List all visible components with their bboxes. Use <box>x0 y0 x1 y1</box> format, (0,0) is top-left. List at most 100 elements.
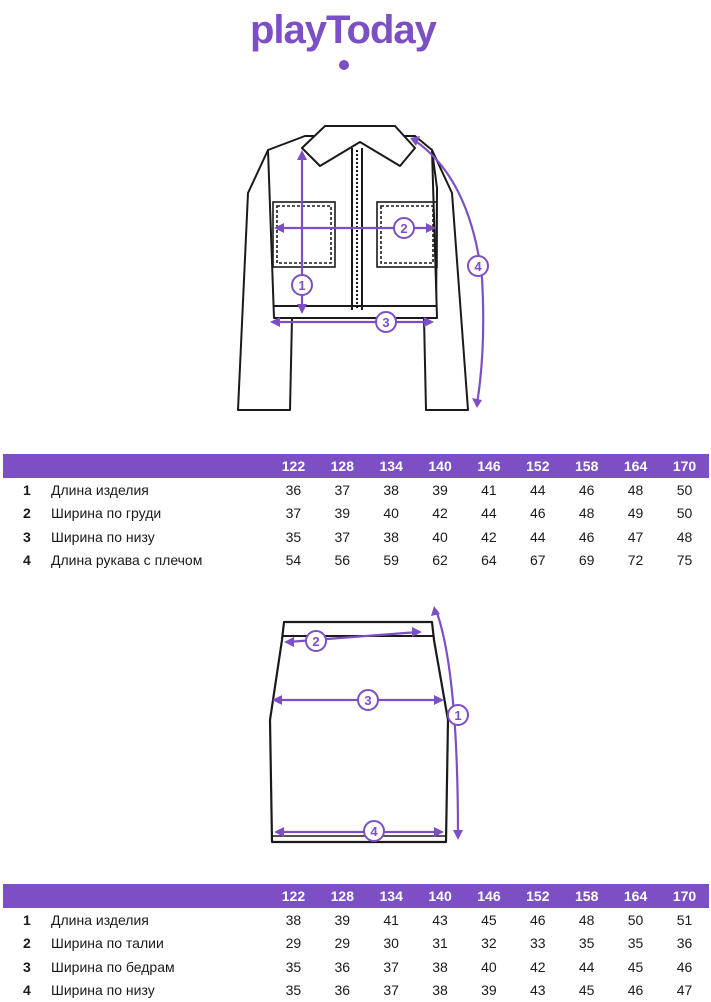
table-cell: 43 <box>416 908 465 932</box>
table-cell: 69 <box>562 549 611 573</box>
table-cell: 54 <box>269 549 318 573</box>
row-label: Длина рукава с плечом <box>49 549 269 573</box>
size-header: 146 <box>465 454 514 478</box>
table-cell: 35 <box>611 932 660 956</box>
jacket-callout-1: 1 <box>298 278 305 293</box>
row-label: Ширина по низу <box>49 525 269 549</box>
table-row: 3 Ширина по низу 35 37 38 40 42 44 46 47… <box>3 525 709 549</box>
table-cell: 29 <box>269 932 318 956</box>
table-cell: 50 <box>611 908 660 932</box>
skirt-size-table: 122 128 134 140 146 152 158 164 170 1 Дл… <box>3 884 709 1002</box>
table-cell: 30 <box>367 932 416 956</box>
row-label: Длина изделия <box>49 908 269 932</box>
table-cell: 42 <box>513 955 562 979</box>
table-cell: 59 <box>367 549 416 573</box>
table-cell: 44 <box>465 502 514 526</box>
table-cell: 45 <box>465 908 514 932</box>
table-cell: 46 <box>513 502 562 526</box>
table-cell: 44 <box>562 955 611 979</box>
size-header: 170 <box>660 454 709 478</box>
table-cell: 49 <box>611 502 660 526</box>
size-header: 134 <box>367 884 416 908</box>
row-number: 3 <box>3 955 49 979</box>
row-number: 2 <box>3 932 49 956</box>
table-cell: 45 <box>562 979 611 1002</box>
table-cell: 46 <box>562 525 611 549</box>
size-header: 158 <box>562 454 611 478</box>
table-cell: 64 <box>465 549 514 573</box>
table-cell: 38 <box>269 908 318 932</box>
row-number: 2 <box>3 502 49 526</box>
brand-logo: playToday <box>250 8 465 70</box>
row-number: 4 <box>3 549 49 573</box>
size-header: 164 <box>611 884 660 908</box>
table-cell: 38 <box>416 955 465 979</box>
row-label: Ширина по талии <box>49 932 269 956</box>
table-header-row: 122 128 134 140 146 152 158 164 170 <box>3 884 709 908</box>
table-cell: 39 <box>416 478 465 502</box>
jacket-drawing: 1 2 3 4 <box>0 118 711 418</box>
jacket-callout-2: 2 <box>400 221 407 236</box>
table-cell: 37 <box>367 955 416 979</box>
size-header: 140 <box>416 454 465 478</box>
table-cell: 62 <box>416 549 465 573</box>
table-cell: 67 <box>513 549 562 573</box>
jacket-callout-4: 4 <box>474 259 482 274</box>
table-cell: 42 <box>465 525 514 549</box>
size-header: 164 <box>611 454 660 478</box>
skirt-callout-4: 4 <box>370 824 378 839</box>
row-label: Длина изделия <box>49 478 269 502</box>
table-row: 4 Длина рукава с плечом 54 56 59 62 64 6… <box>3 549 709 573</box>
table-cell: 44 <box>513 478 562 502</box>
table-cell: 46 <box>660 955 709 979</box>
table-cell: 38 <box>367 525 416 549</box>
table-cell: 35 <box>269 979 318 1002</box>
row-number: 1 <box>3 908 49 932</box>
table-cell: 35 <box>269 955 318 979</box>
table-cell: 36 <box>318 979 367 1002</box>
table-cell: 46 <box>513 908 562 932</box>
skirt-callout-1: 1 <box>454 708 461 723</box>
table-cell: 37 <box>269 502 318 526</box>
row-number: 3 <box>3 525 49 549</box>
table-cell: 36 <box>318 955 367 979</box>
table-cell: 48 <box>562 908 611 932</box>
table-cell: 41 <box>367 908 416 932</box>
table-cell: 56 <box>318 549 367 573</box>
table-cell: 39 <box>318 502 367 526</box>
jacket-callout-3: 3 <box>382 315 389 330</box>
table-header-row: 122 128 134 140 146 152 158 164 170 <box>3 454 709 478</box>
table-cell: 47 <box>611 525 660 549</box>
table-cell: 46 <box>562 478 611 502</box>
table-cell: 75 <box>660 549 709 573</box>
table-cell: 45 <box>611 955 660 979</box>
table-cell: 42 <box>416 502 465 526</box>
table-row: 2 Ширина по груди 37 39 40 42 44 46 48 4… <box>3 502 709 526</box>
table-cell: 31 <box>416 932 465 956</box>
table-cell: 44 <box>513 525 562 549</box>
row-number: 4 <box>3 979 49 1002</box>
size-header: 146 <box>465 884 514 908</box>
table-cell: 40 <box>416 525 465 549</box>
table-cell: 50 <box>660 478 709 502</box>
size-header: 152 <box>513 454 562 478</box>
size-header: 152 <box>513 884 562 908</box>
table-row: 2 Ширина по талии 29 29 30 31 32 33 35 3… <box>3 932 709 956</box>
size-header: 170 <box>660 884 709 908</box>
table-cell: 37 <box>367 979 416 1002</box>
size-header: 140 <box>416 884 465 908</box>
table-cell: 33 <box>513 932 562 956</box>
brand-logo-text: playToday <box>250 8 436 53</box>
table-cell: 47 <box>660 979 709 1002</box>
table-row: 1 Длина изделия 36 37 38 39 41 44 46 48 … <box>3 478 709 502</box>
row-number: 1 <box>3 478 49 502</box>
table-cell: 37 <box>318 525 367 549</box>
row-label: Ширина по груди <box>49 502 269 526</box>
skirt-callout-2: 2 <box>312 634 319 649</box>
table-cell: 41 <box>465 478 514 502</box>
row-label: Ширина по низу <box>49 979 269 1002</box>
skirt-drawing: 1 2 3 4 <box>0 600 711 850</box>
table-cell: 43 <box>513 979 562 1002</box>
table-row: 1 Длина изделия 38 39 41 43 45 46 48 50 … <box>3 908 709 932</box>
skirt-callout-3: 3 <box>364 693 371 708</box>
